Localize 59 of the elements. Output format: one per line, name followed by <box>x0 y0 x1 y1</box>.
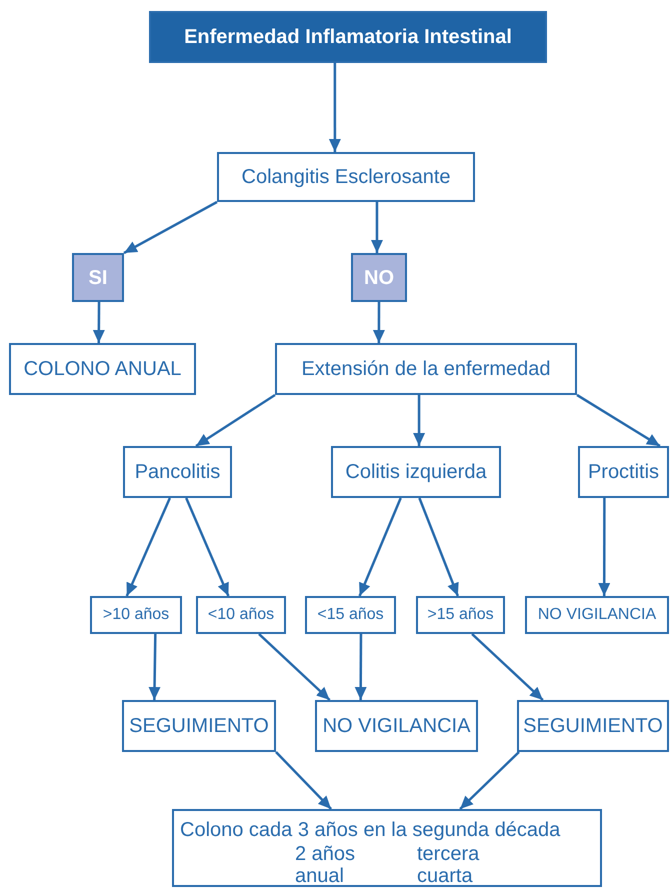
process-box <box>416 596 505 634</box>
arrow <box>413 395 426 446</box>
box-text: Extensión de la enfermedad <box>301 358 551 380</box>
box-text: Colitis izquierda <box>345 461 487 483</box>
box-text: NO <box>364 266 394 288</box>
box-text: NO VIGILANCIA <box>322 715 470 737</box>
arrow <box>123 200 218 254</box>
arrow <box>358 498 402 596</box>
arrow <box>92 302 105 343</box>
arrow <box>370 202 383 253</box>
arrow <box>328 63 341 152</box>
process-box <box>305 596 396 634</box>
box-text: Colono cada 3 años en la segunda década <box>180 819 560 841</box>
arrow <box>354 634 367 700</box>
box-text: SEGUIMIENTO <box>129 715 269 737</box>
arrow <box>372 302 385 343</box>
process-box <box>578 446 669 498</box>
process-box <box>315 700 478 752</box>
arrow <box>418 498 459 596</box>
process-box <box>123 446 232 498</box>
box-text: >15 años <box>427 606 494 624</box>
box-text: Colangitis Esclerosante <box>242 166 450 188</box>
arrow <box>598 498 610 596</box>
process-box <box>196 596 286 634</box>
arrow <box>275 751 332 810</box>
process-box <box>275 343 577 395</box>
box-text: anual <box>295 865 344 887</box>
box-text: >10 años <box>102 606 170 624</box>
box-text: 2 años <box>295 843 356 865</box>
process-box <box>217 152 475 202</box>
title-box <box>149 11 547 63</box>
arrow <box>148 634 161 700</box>
arrow <box>576 394 661 448</box>
arrow <box>258 633 331 701</box>
box-text: <10 años <box>208 606 274 624</box>
box-text: SEGUIMIENTO <box>523 715 663 737</box>
box-text: Enfermedad Inflamatoria Intestinal <box>184 26 512 48</box>
process-box <box>9 343 196 395</box>
box-text: NO VIGILANCIA <box>538 606 656 624</box>
process-box <box>122 700 276 752</box>
arrow <box>459 751 520 810</box>
process-box <box>90 596 182 634</box>
arrow <box>185 498 230 596</box>
arrow <box>471 633 544 701</box>
box-text: Pancolitis <box>134 461 220 483</box>
process-box <box>331 446 501 498</box>
box-text: Proctitis <box>588 461 660 483</box>
box-text: cuarta <box>417 865 473 887</box>
box-text: COLONO ANUAL <box>24 358 182 380</box>
answer-box <box>72 253 124 302</box>
box-text: <15 años <box>317 606 384 624</box>
arrow <box>195 394 276 448</box>
answer-box <box>351 253 407 302</box>
process-box <box>172 809 602 887</box>
box-text: SI <box>88 266 108 288</box>
process-box <box>525 596 669 634</box>
box-text: tercera <box>417 843 480 865</box>
process-box <box>517 700 669 752</box>
arrow <box>126 498 172 596</box>
